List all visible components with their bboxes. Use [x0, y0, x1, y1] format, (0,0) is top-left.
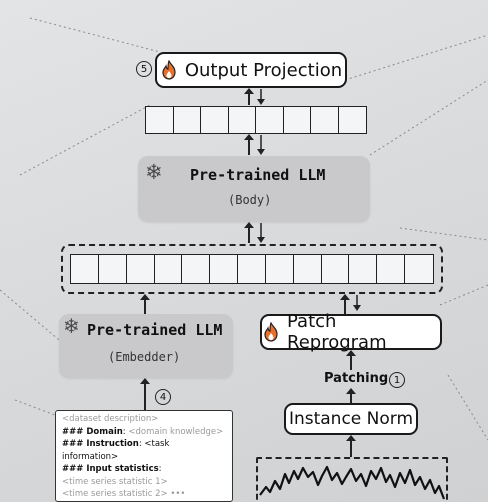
- token: [174, 107, 201, 133]
- bg-line: [344, 34, 488, 81]
- token: [322, 255, 350, 283]
- token: [311, 107, 339, 133]
- token: [294, 255, 322, 283]
- time-series-line: [259, 465, 446, 500]
- snowflake-icon: ❄: [63, 314, 80, 338]
- up-down-arrows: [244, 134, 265, 155]
- up-down-arrows: [340, 294, 361, 314]
- llm-body-subtitle: (Body): [228, 193, 272, 207]
- bg-line: [29, 17, 161, 53]
- token: [405, 255, 433, 283]
- instruction-value: <task information>: [62, 439, 170, 462]
- up-down-arrows: [244, 222, 265, 243]
- token: [266, 255, 294, 283]
- bg-line: [399, 227, 488, 241]
- stat-2-line: <time series statistic 2> •••: [62, 488, 226, 501]
- patching-label: Patching: [324, 371, 389, 386]
- llm-embedder-title: Pre-trained LLM: [87, 321, 223, 339]
- up-down-arrows: [244, 88, 265, 105]
- step-number: 1: [393, 374, 401, 386]
- bg-line: [19, 104, 151, 176]
- output-projection-box[interactable]: Output Projection: [155, 52, 347, 88]
- token: [229, 107, 256, 133]
- snowflake-icon: ❄: [145, 160, 163, 184]
- token: [201, 107, 229, 133]
- step-badge-4: 4: [155, 389, 171, 405]
- prompt-box[interactable]: <dataset description> ### Domain: <domai…: [55, 410, 233, 502]
- domain-line: ### Domain: <domain knowledge>: [62, 426, 224, 437]
- bg-line: [14, 399, 56, 416]
- bg-line: [0, 289, 66, 346]
- llm-body-title: Pre-trained LLM: [190, 166, 326, 184]
- token: [339, 107, 366, 133]
- fire-icon: [262, 322, 280, 342]
- step-number: 4: [159, 391, 167, 403]
- stats-key: ### Input statistics: [62, 464, 159, 474]
- instruction-line: ### Instruction: <task information>: [62, 439, 170, 462]
- token: [155, 255, 183, 283]
- input-token-row: [70, 254, 434, 284]
- step-badge-1: 1: [389, 372, 405, 388]
- token: [71, 255, 99, 283]
- llm-embedder-block[interactable]: [59, 314, 233, 378]
- token: [99, 255, 127, 283]
- instruction-key: ### Instruction: [62, 439, 139, 449]
- stats-line: ### Input statistics:: [62, 464, 162, 474]
- up-arrow: [140, 378, 150, 410]
- bg-line: [369, 79, 488, 156]
- token: [284, 107, 311, 133]
- token: [256, 107, 284, 133]
- token: [146, 107, 174, 133]
- llm-embedder-subtitle: (Embedder): [108, 350, 181, 364]
- step-badge-5: 5: [136, 61, 152, 77]
- step-number: 5: [140, 63, 148, 75]
- bg-line: [439, 284, 488, 306]
- stat-1: <time series statistic 1>: [62, 476, 168, 487]
- domain-key: ### Domain: [62, 426, 123, 437]
- dataset-description: <dataset description>: [62, 414, 159, 424]
- token: [210, 255, 239, 283]
- token: [182, 255, 211, 283]
- fire-icon: [160, 60, 178, 80]
- up-arrow: [346, 435, 356, 457]
- instance-norm-box[interactable]: Instance Norm: [284, 403, 418, 435]
- output-token-row: [145, 106, 367, 134]
- patch-reprogram-label: Patch Reprogram: [287, 311, 387, 353]
- stat-2: <time series statistic 2>: [62, 489, 168, 499]
- domain-value: <domain knowledge>: [128, 426, 224, 437]
- concatenated-embeddings-group: [61, 244, 443, 294]
- bg-line: [447, 374, 488, 441]
- up-arrow: [140, 294, 150, 314]
- llm-body-block[interactable]: [138, 156, 370, 222]
- token: [238, 255, 266, 283]
- up-arrow: [346, 350, 356, 370]
- patch-reprogram-box[interactable]: Patch Reprogram: [260, 311, 442, 353]
- token: [377, 255, 406, 283]
- token: [349, 255, 378, 283]
- ellipsis: •••: [170, 489, 186, 499]
- time-series-input: [256, 457, 448, 502]
- token: [127, 255, 155, 283]
- output-projection-label: Output Projection: [184, 59, 343, 81]
- up-arrow: [346, 388, 356, 404]
- instance-norm-label: Instance Norm: [288, 409, 414, 429]
